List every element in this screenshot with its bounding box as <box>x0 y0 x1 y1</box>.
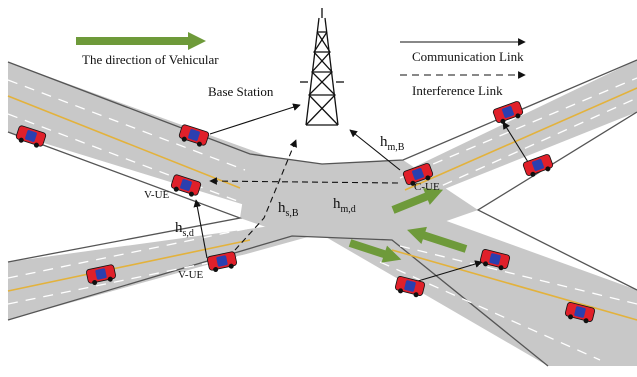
v-ue-label-lower: V-UE <box>178 269 204 281</box>
car-icon <box>207 251 237 273</box>
car-icon <box>492 101 524 124</box>
car-icon <box>170 174 202 197</box>
communication-links <box>193 103 529 282</box>
legend-communication-label: Communication Link <box>412 49 524 64</box>
car-icon <box>15 125 47 148</box>
h-sd-label: hs,d <box>175 220 194 239</box>
vehicles <box>15 101 596 324</box>
green-arrow-icon <box>76 32 206 50</box>
text-labels: The direction of Vehicular Communication… <box>82 49 524 281</box>
lane-markings <box>7 77 637 361</box>
road-edges <box>7 59 637 367</box>
car-icon <box>394 276 426 298</box>
road-network <box>7 59 637 367</box>
car-icon <box>402 163 434 186</box>
interference-links <box>209 139 399 251</box>
car-icon <box>86 264 116 286</box>
car-icon <box>479 249 511 271</box>
car-icon <box>178 124 210 147</box>
h-md-label: hm,d <box>333 196 356 215</box>
legend-direction-label: The direction of Vehicular <box>82 52 219 67</box>
center-lines <box>7 87 637 321</box>
legend-interference-label: Interference Link <box>412 83 503 98</box>
c-ue-label: C-UE <box>414 181 440 193</box>
car-icon <box>522 154 554 177</box>
green-arrow-icon <box>407 226 468 253</box>
green-arrow-icon <box>348 239 402 263</box>
h-mb-label: hm,B <box>380 134 405 153</box>
base-station-label: Base Station <box>208 84 274 99</box>
v-ue-label-upper: V-UE <box>144 189 170 201</box>
legend <box>400 38 526 79</box>
car-icon <box>564 302 596 324</box>
road-ne-sw <box>8 60 637 320</box>
cell-tower-icon <box>300 8 344 126</box>
h-sb-label: hs,B <box>278 200 299 219</box>
direction-arrows <box>76 32 468 263</box>
green-arrow-icon <box>391 188 444 214</box>
